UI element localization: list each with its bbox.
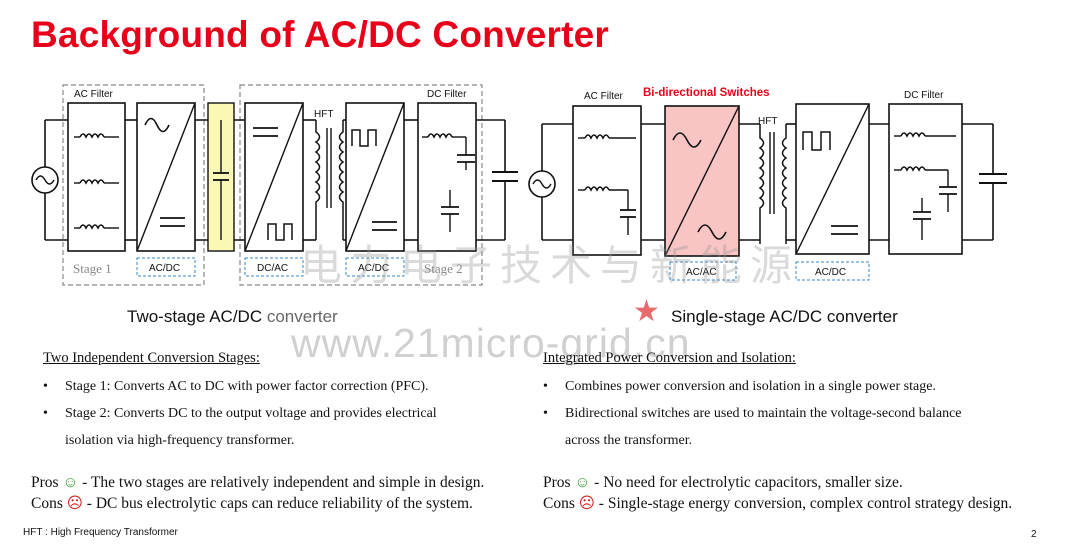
dc-filter-box <box>417 102 477 252</box>
list-item: across the transformer. <box>565 433 693 448</box>
star-icon: ★ <box>633 295 660 328</box>
left-bullet-list: •Stage 1: Converts AC to DC with power f… <box>43 373 503 454</box>
right-acdc-tag: AC/DC <box>815 267 846 278</box>
page-title: Background of AC/DC Converter <box>31 14 609 55</box>
list-item: •Stage 1: Converts AC to DC with power f… <box>43 379 429 394</box>
watermark-chinese: 电力电子技术与新能源 <box>300 241 801 290</box>
list-item: •Stage 2: Converts DC to the output volt… <box>43 406 437 421</box>
left-pros: Pros ☺ - The two stages are relatively i… <box>31 474 485 491</box>
page-number: 2 <box>1031 529 1037 540</box>
watermark-url: www.21micro-grid.cn <box>291 320 691 366</box>
left-caption: Two-stage AC/DC converter <box>127 307 338 327</box>
right-pros: Pros ☺ - No need for electrolytic capaci… <box>543 474 903 491</box>
right-dc-filter-label: DC Filter <box>904 90 944 101</box>
footnote: HFT : High Frequency Transformer <box>23 527 178 538</box>
right-caption: Single-stage AC/DC converter <box>671 307 898 326</box>
smile-icon: ☺ <box>62 474 79 491</box>
list-item: •Combines power conversion and isolation… <box>543 379 936 394</box>
right-ac-filter-box <box>572 105 642 256</box>
left-hft-label: HFT <box>314 109 333 120</box>
left-cons: Cons ☹ - DC bus electrolytic caps can re… <box>31 495 473 512</box>
converter-diagrams: AC Filter DC Filter HFT Stage 1 Stage 2 … <box>31 84 1007 286</box>
stage1-label: Stage 1 <box>73 261 112 276</box>
left-acdc2-tag: AC/DC <box>358 263 389 274</box>
single-stage-diagram: AC Filter Bi-directional Switches HFT DC… <box>528 87 1007 281</box>
stage2-label: Stage 2 <box>424 261 463 276</box>
list-item: isolation via high-frequency transformer… <box>65 433 295 448</box>
right-hft-label: HFT <box>758 116 777 127</box>
left-ac-filter-label: AC Filter <box>74 89 114 100</box>
stage1-dashed-box <box>62 84 205 286</box>
bidirectional-switches-label: Bi-directional Switches <box>643 87 770 99</box>
right-acac-tag: AC/AC <box>686 267 717 278</box>
right-cons: Cons ☹ - Single-stage energy conversion,… <box>543 495 1013 512</box>
right-bullet-list: •Combines power conversion and isolation… <box>543 373 1043 454</box>
frown-icon: ☹ <box>66 495 83 512</box>
two-stage-diagram: AC Filter DC Filter HFT Stage 1 Stage 2 … <box>31 84 518 286</box>
left-acdc-tag: AC/DC <box>149 263 180 274</box>
left-dc-filter-label: DC Filter <box>427 89 467 100</box>
right-dc-filter-box <box>888 103 963 255</box>
ac-filter-box <box>67 102 126 252</box>
left-dcac-tag: DC/AC <box>257 263 288 274</box>
stage2-dashed-box <box>239 84 483 286</box>
list-item: •Bidirectional switches are used to main… <box>543 406 962 421</box>
left-caption-main: Two-stage AC/DC <box>127 307 263 326</box>
right-section-heading: Integrated Power Conversion and Isolatio… <box>543 350 796 366</box>
left-section-heading: Two Independent Conversion Stages: <box>43 350 260 366</box>
frown-icon: ☹ <box>578 495 595 512</box>
left-caption-suffix: converter <box>262 307 338 326</box>
right-ac-filter-label: AC Filter <box>584 91 624 102</box>
smile-icon: ☺ <box>574 474 591 491</box>
